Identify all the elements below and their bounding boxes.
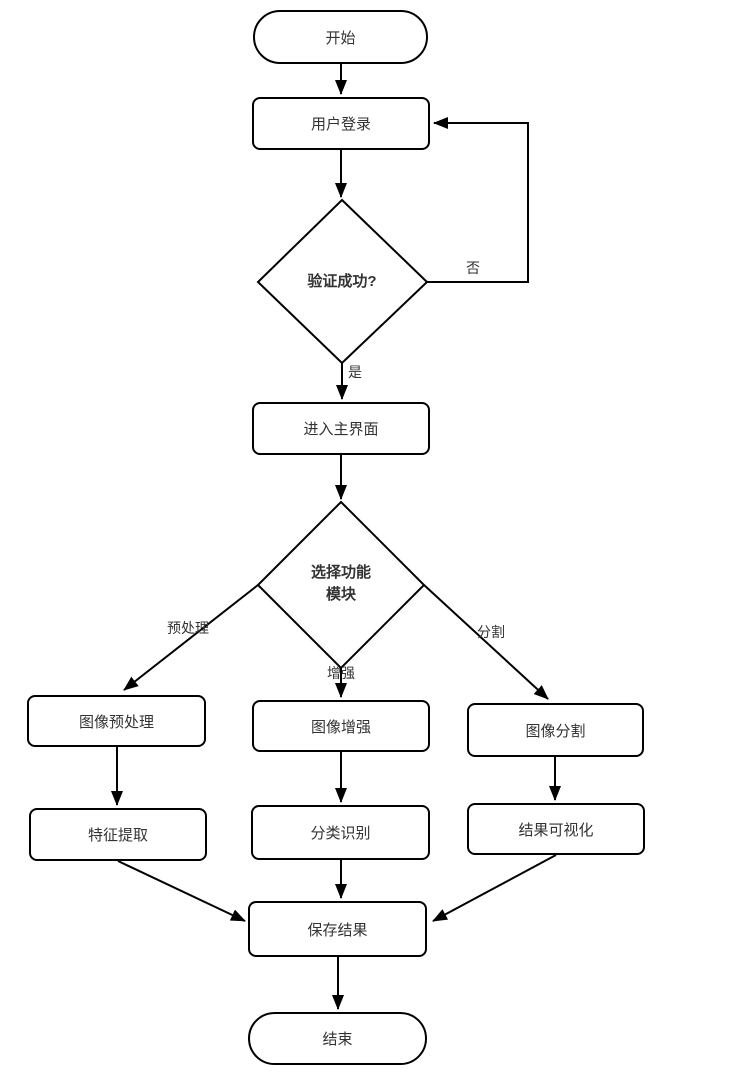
node-user-login-label: 用户登录 xyxy=(310,116,371,133)
edge-feature-save xyxy=(117,860,246,922)
edge-verify-no-loop xyxy=(427,117,529,283)
node-classify[interactable]: 分类识别 xyxy=(251,805,430,860)
node-image-enhance[interactable]: 图像增强 xyxy=(252,700,430,752)
node-feature-extract[interactable]: 特征提取 xyxy=(29,808,207,861)
node-image-segment[interactable]: 图像分割 xyxy=(467,703,644,757)
decision-verify-shape[interactable] xyxy=(256,198,429,365)
edge-select-segment xyxy=(423,584,549,700)
edge-label-segment: 分割 xyxy=(477,624,505,640)
node-image-preprocess[interactable]: 图像预处理 xyxy=(27,695,206,747)
node-image-preprocess-label: 图像预处理 xyxy=(78,713,154,731)
edge-label-preprocess: 预处理 xyxy=(167,620,209,636)
node-save-result[interactable]: 保存结果 xyxy=(248,901,427,957)
node-visualize[interactable]: 结果可视化 xyxy=(467,803,645,855)
decision-verify-text: 验证成功? xyxy=(307,273,377,290)
decision-select-module-shape[interactable] xyxy=(256,500,426,670)
decision-select-module-label: 选择功能 模块 xyxy=(261,562,421,606)
edge-label-no: 否 xyxy=(466,260,480,276)
node-image-segment-label: 图像分割 xyxy=(525,722,586,740)
edge-label-yes: 是 xyxy=(348,364,362,380)
node-user-login[interactable]: 用户登录 xyxy=(252,97,430,150)
node-start[interactable]: 开始 xyxy=(253,10,428,64)
node-enter-main-label: 进入主界面 xyxy=(303,421,379,438)
node-visualize-label: 结果可视化 xyxy=(518,821,594,839)
node-image-enhance-label: 图像增强 xyxy=(310,718,371,736)
node-enter-main[interactable]: 进入主界面 xyxy=(252,402,430,455)
node-classify-label: 分类识别 xyxy=(310,825,371,842)
node-save-result-label: 保存结果 xyxy=(307,921,368,939)
edge-select-preprocess xyxy=(123,584,259,691)
node-feature-extract-label: 特征提取 xyxy=(87,827,148,844)
decision-verify-label: 验证成功? xyxy=(262,271,422,293)
node-start-label: 开始 xyxy=(325,29,356,47)
edge-label-enhance: 增强 xyxy=(327,665,355,681)
edge-visualize-save xyxy=(432,854,557,922)
node-end[interactable]: 结束 xyxy=(248,1012,427,1065)
node-end-label: 结束 xyxy=(322,1031,353,1048)
decision-select-line1: 选择功能 xyxy=(310,564,371,581)
decision-select-line2: 模块 xyxy=(325,586,356,603)
